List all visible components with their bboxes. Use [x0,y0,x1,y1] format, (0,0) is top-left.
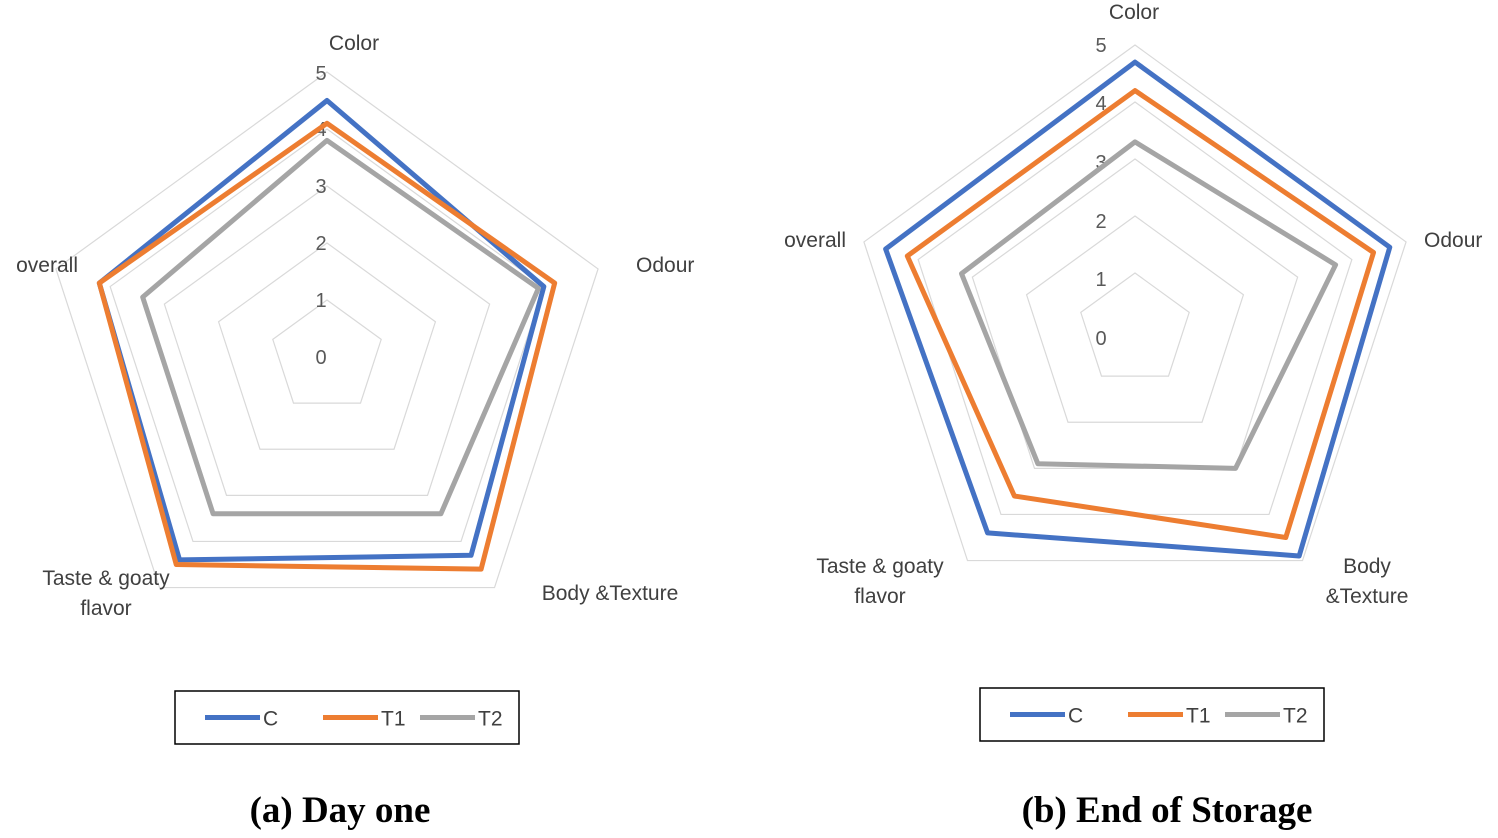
grid-ring [55,71,599,589]
grid-ring [917,101,1353,516]
chart-caption: (b) End of Storage [1022,790,1313,831]
series-line-t2 [140,137,541,517]
tick-label: 5 [1095,35,1106,57]
tick-label: 1 [1095,269,1106,291]
tick-label: 3 [1095,152,1106,174]
tick-label: 0 [315,347,326,369]
legend: C T1 T2 [174,690,520,745]
legend-label-c: C [1068,705,1083,728]
grid-ring [272,299,382,404]
axis-label: Color [329,32,379,55]
legend: C T1 T2 [979,687,1325,742]
tick-label: 2 [315,233,326,255]
axis-label: Color [1109,1,1159,24]
tick-label: 5 [315,63,326,85]
grid-ring [1080,272,1190,377]
tick-label: 4 [1095,93,1106,115]
grid-ring [1025,215,1245,423]
legend-label-t2: T2 [478,708,503,731]
series-line-t1 [904,88,1377,541]
series-line-c [883,59,1393,559]
grid-ring [163,185,491,496]
radar-grid [55,71,599,589]
chart-caption: (a) Day one [250,790,431,831]
legend-label-t1: T1 [381,708,406,731]
series-line-c [96,98,547,563]
axis-label: overall [784,229,846,252]
radar-grid [863,44,1407,562]
series-line-t2 [959,139,1339,471]
tick-label: 2 [1095,211,1106,233]
tick-label: 3 [315,176,326,198]
grid-ring [863,44,1407,562]
series-line-t1 [96,120,558,572]
axis-label: Body&Texture [1326,555,1409,608]
axis-label: overall [16,254,78,277]
axis-label: Odour [636,254,694,277]
legend-label-t2: T2 [1283,705,1308,728]
tick-label: 1 [315,290,326,312]
legend-label-c: C [263,708,278,731]
legend-label-t1: T1 [1186,705,1211,728]
grid-ring [109,128,545,543]
tick-label: 0 [1095,328,1106,350]
grid-ring [217,242,437,450]
axis-label: Odour [1424,229,1482,252]
axis-label: Body &Texture [542,582,679,605]
